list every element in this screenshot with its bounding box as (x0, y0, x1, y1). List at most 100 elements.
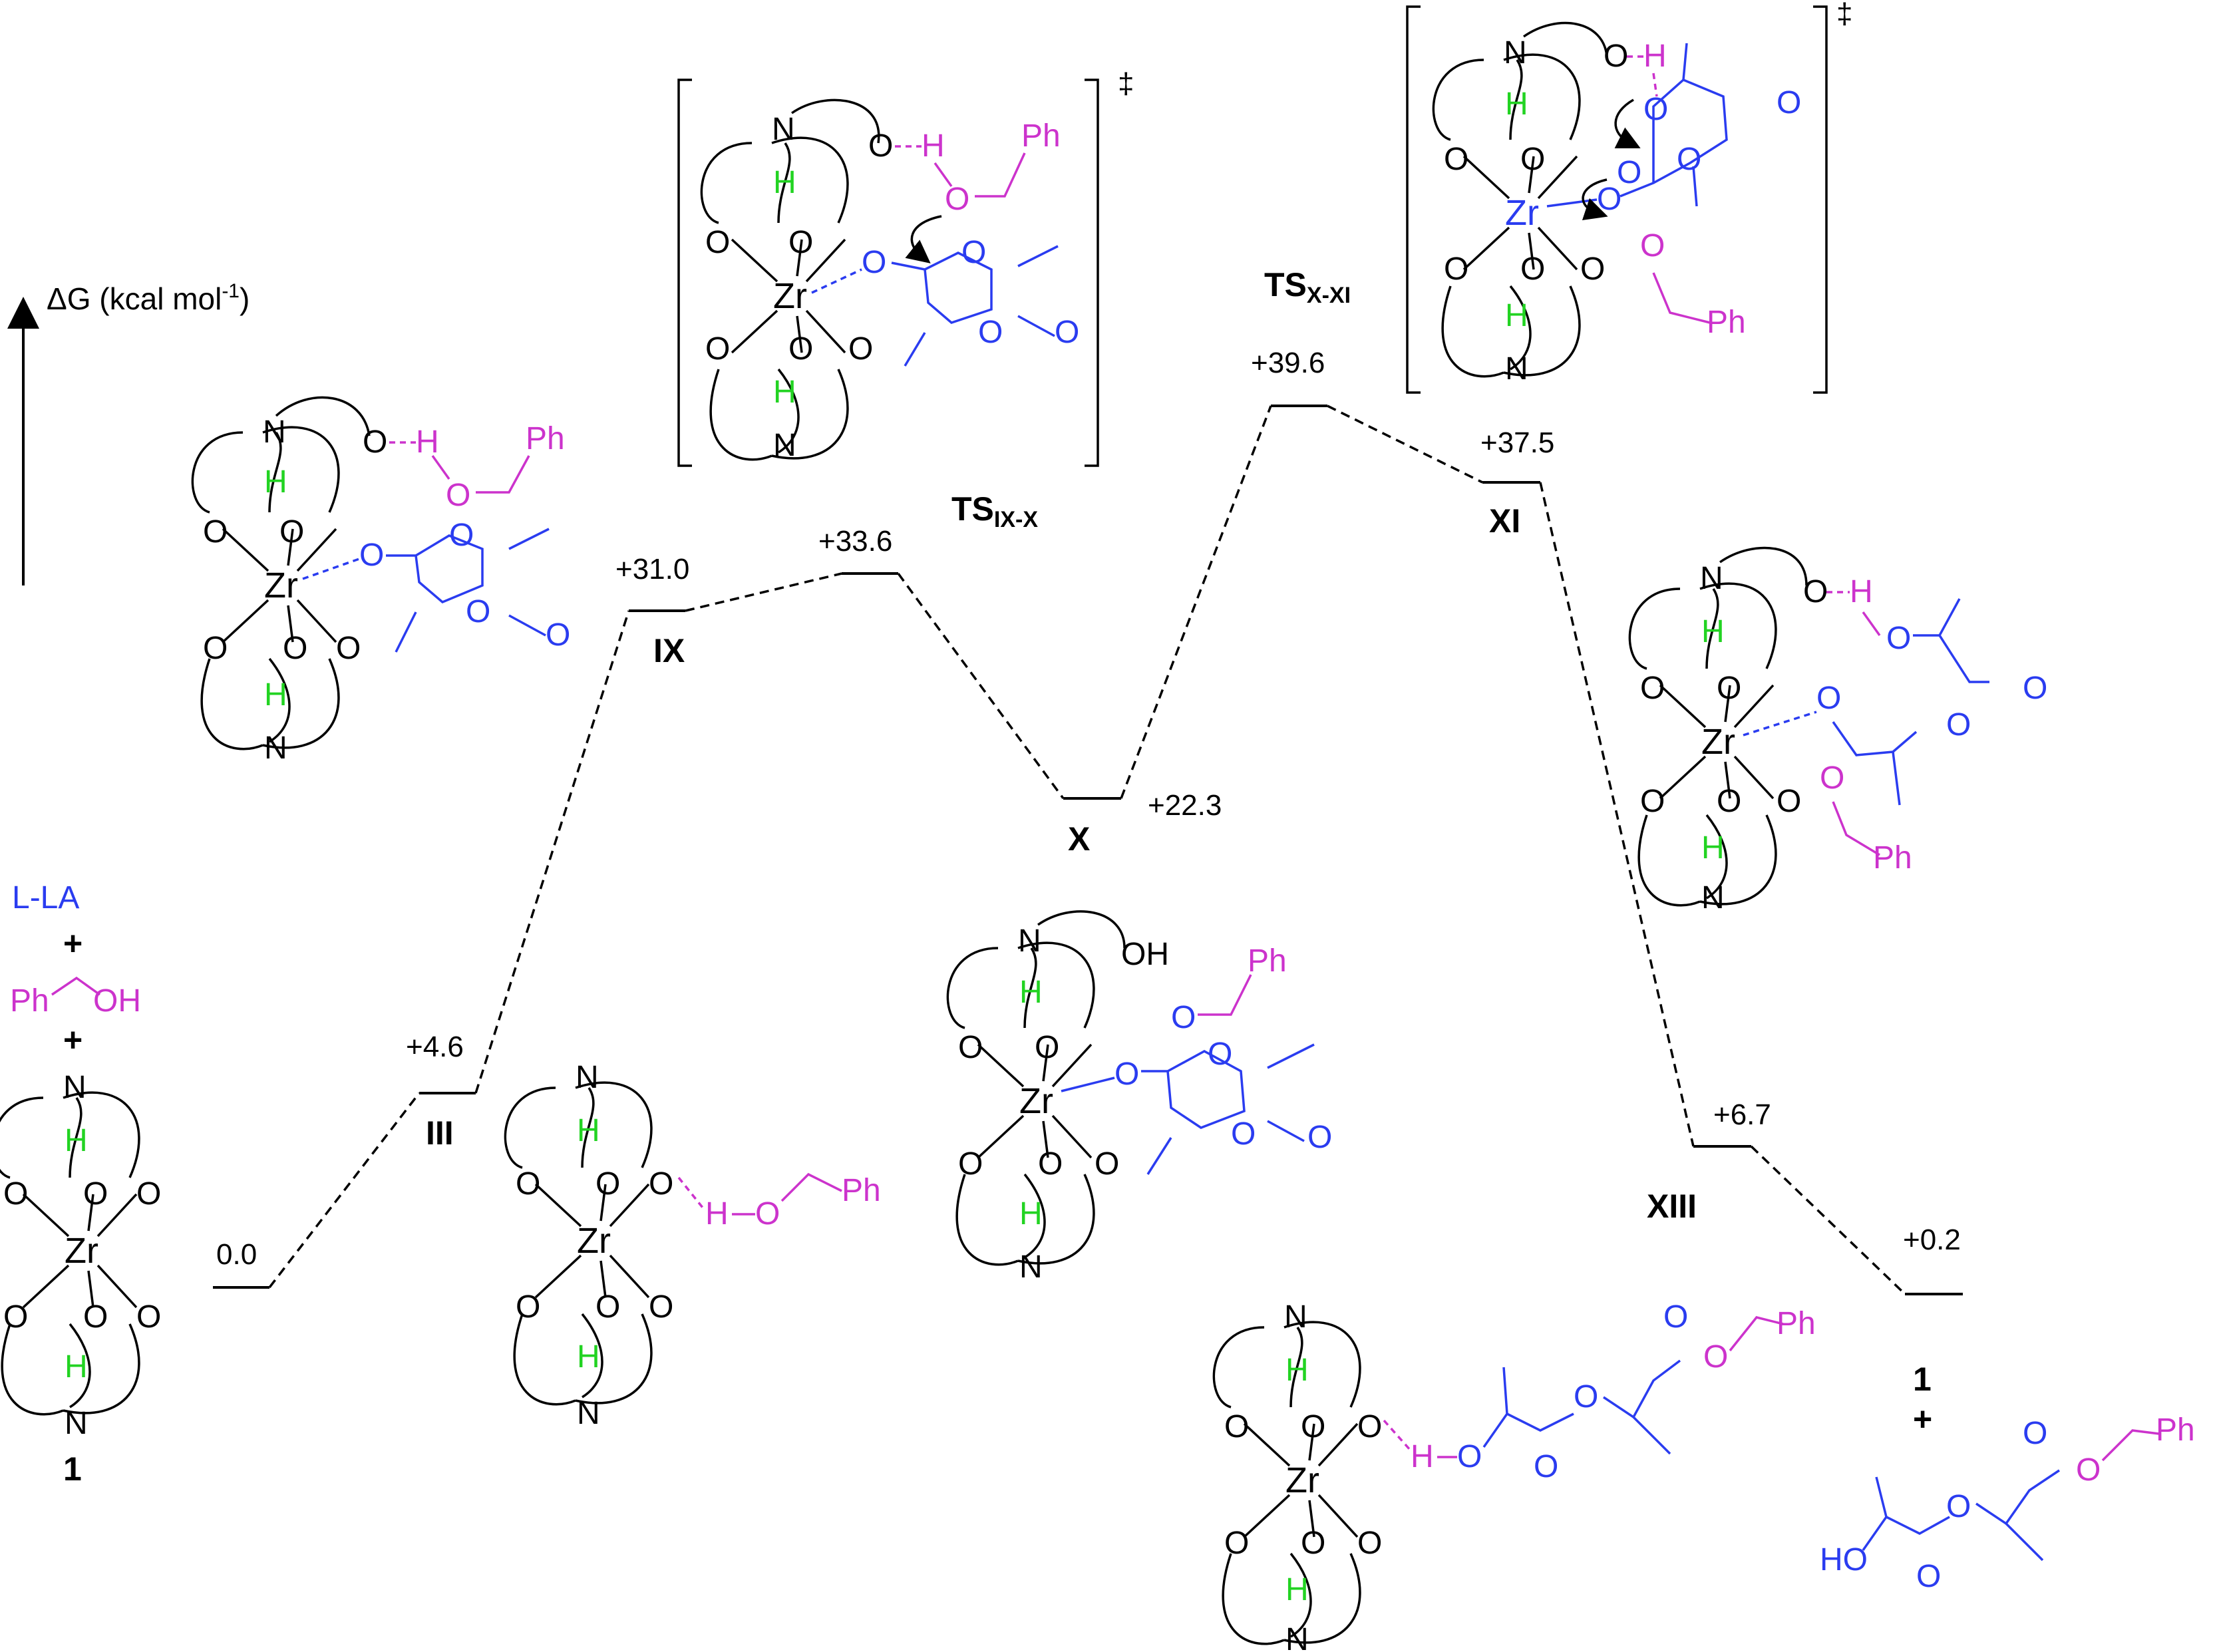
svg-text:O: O (1171, 1000, 1196, 1035)
svg-text:O: O (203, 514, 228, 550)
svg-text:Ph: Ph (1777, 1306, 1816, 1341)
complex-III: Zr N H N H O O O O O O H O Ph (504, 1060, 881, 1431)
svg-text:H: H (577, 1339, 600, 1375)
svg-text:H: H (1701, 614, 1725, 649)
complex-X: Zr N H N H O O O O O OH O O O O O Ph (946, 910, 1332, 1285)
svg-text:H: H (1019, 975, 1043, 1010)
svg-text:Zr: Zr (1505, 193, 1539, 233)
svg-text:Zr: Zr (577, 1221, 611, 1261)
svg-text:O: O (978, 315, 1003, 350)
svg-text:Ph: Ph (526, 421, 565, 456)
svg-text:O: O (958, 1030, 983, 1065)
svg-text:O: O (516, 1166, 540, 1202)
label-TS1: TSIX-X (951, 490, 1038, 532)
svg-text:O: O (1777, 784, 1801, 819)
svg-text:O: O (1301, 1526, 1325, 1561)
svg-text:O: O (1640, 784, 1665, 819)
svg-text:N: N (772, 112, 795, 147)
svg-text:O: O (1886, 621, 1911, 656)
label-1-final: 1 (1913, 1361, 1932, 1398)
complex-IX: Zr N H N H O O O O O O H O Ph O O O O (191, 396, 570, 766)
svg-text:O: O (3, 1299, 28, 1335)
svg-text:O: O (945, 182, 969, 217)
svg-text:O: O (1640, 671, 1665, 706)
svg-text:O: O (788, 331, 813, 367)
svg-text:O: O (1946, 707, 1971, 743)
svg-text:O: O (1114, 1057, 1139, 1092)
svg-text:H: H (1285, 1572, 1309, 1607)
svg-text:O: O (1224, 1526, 1249, 1561)
svg-text:O: O (1916, 1559, 1941, 1594)
complex-XI: Zr N H N H O O O O O O H O O O O O Ph (1628, 546, 2047, 915)
svg-text:O: O (136, 1176, 161, 1212)
svg-text:OH: OH (1121, 937, 1169, 972)
svg-text:H: H (1505, 86, 1528, 122)
svg-text:O: O (1444, 142, 1468, 177)
label-IX: IX (653, 632, 685, 669)
svg-text:O: O (1717, 784, 1741, 819)
svg-text:O: O (1677, 142, 1701, 177)
svg-text:O: O (1231, 1116, 1256, 1152)
svg-text:Ph: Ph (1248, 943, 1287, 979)
label-TS2: TSX-XI (1264, 266, 1351, 308)
svg-text:O: O (1444, 251, 1468, 287)
svg-text:N: N (1284, 1299, 1307, 1335)
svg-text:O: O (1617, 155, 1641, 190)
svg-text:Ph: Ph (1021, 118, 1061, 154)
svg-text:O: O (283, 631, 307, 666)
svg-text:O: O (546, 617, 570, 653)
svg-text:O: O (788, 225, 813, 260)
svg-text:N: N (1285, 1622, 1309, 1652)
svg-text:H: H (1701, 830, 1725, 866)
svg-text:H: H (773, 165, 796, 200)
label-III: III (426, 1114, 454, 1152)
svg-text:L-LA: L-LA (12, 880, 79, 915)
svg-text:O: O (1208, 1037, 1232, 1072)
svg-text:H: H (264, 677, 287, 713)
svg-text:O: O (449, 518, 474, 553)
svg-text:O: O (3, 1176, 28, 1212)
pathway-connectors (268, 405, 1906, 1295)
svg-text:O: O (1816, 681, 1841, 716)
svg-text:Zr: Zr (264, 566, 298, 605)
svg-text:O: O (336, 631, 361, 666)
svg-text:H: H (1285, 1353, 1309, 1388)
energy-TS1: +33.6 (818, 525, 892, 558)
svg-text:Ph: Ph (10, 983, 49, 1019)
label-XI: XI (1489, 502, 1520, 540)
svg-text:O: O (1301, 1409, 1325, 1444)
svg-text:O: O (848, 331, 873, 367)
svg-text:H: H (264, 464, 287, 500)
svg-text:H: H (416, 424, 439, 460)
label-XIII: XIII (1647, 1188, 1697, 1225)
svg-text:O: O (1224, 1409, 1249, 1444)
svg-text:O: O (1777, 85, 1801, 120)
svg-text:H: H (922, 128, 945, 164)
svg-text:+: + (63, 1021, 83, 1059)
svg-text:O: O (1640, 228, 1665, 263)
svg-text:O: O (1038, 1146, 1063, 1182)
energy-final: +0.2 (1903, 1224, 1961, 1256)
svg-text:O: O (649, 1166, 673, 1202)
svg-text:O: O (1457, 1439, 1482, 1474)
energy-III: +4.6 (406, 1031, 464, 1063)
svg-text:Zr: Zr (1285, 1460, 1319, 1500)
svg-text:O: O (596, 1289, 620, 1325)
svg-text:O: O (1035, 1030, 1059, 1065)
svg-text:O: O (2023, 1416, 2047, 1451)
svg-text:O: O (755, 1196, 780, 1232)
energy-XIII: +6.7 (1713, 1098, 1771, 1131)
svg-text:O: O (83, 1299, 108, 1335)
energy-TS2: +39.6 (1251, 347, 1325, 379)
svg-text:H: H (773, 375, 796, 410)
svg-text:Ph: Ph (1707, 305, 1746, 340)
svg-text:H: H (1505, 298, 1528, 333)
svg-text:O: O (1534, 1449, 1558, 1484)
energy-levels (213, 405, 1963, 1295)
svg-text:N: N (1504, 35, 1527, 71)
svg-text:Ph: Ph (1873, 840, 1912, 876)
svg-text:O: O (1520, 142, 1545, 177)
label-1-start: 1 (63, 1450, 82, 1488)
svg-text:Zr: Zr (773, 276, 807, 316)
svg-text:O: O (1055, 315, 1079, 350)
